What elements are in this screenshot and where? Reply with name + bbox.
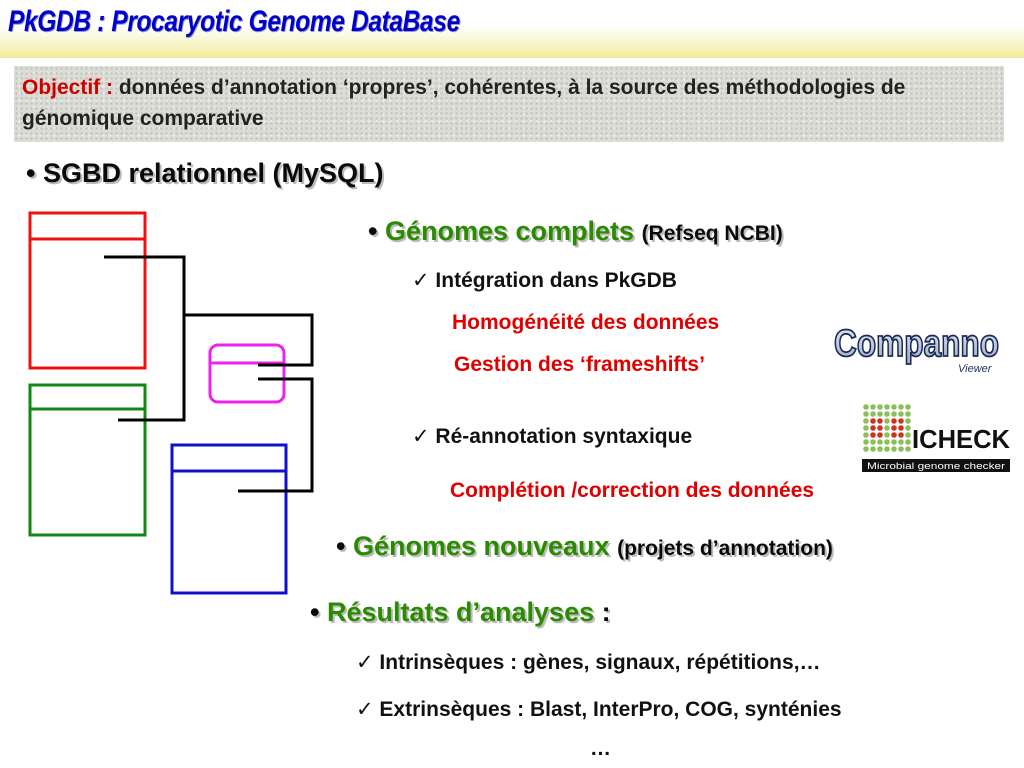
- resultats-ellipsis: …: [590, 737, 611, 760]
- connector-magenta-blue: [238, 377, 314, 493]
- micheck-dot: [898, 404, 904, 410]
- sub-completion: Complétion /correction des données: [450, 479, 815, 502]
- micheck-dot: [891, 425, 897, 431]
- genomes-complets-bullet: • Génomes complets (Refseq NCBI): [368, 216, 783, 247]
- title-bar: PkGDB : Procaryotic Genome DataBase: [0, 0, 1024, 58]
- micheck-logo-subtext: Microbial genome checker: [867, 461, 1005, 471]
- relational-schema-diagram: [28, 211, 314, 595]
- resultats-colon: :: [594, 597, 611, 627]
- sub-frameshifts: Gestion des ‘frameshifts’: [454, 353, 705, 376]
- check-intrinseques: ✓ Intrinsèques : gènes, signaux, répétit…: [356, 651, 821, 674]
- micheck-dot: [898, 418, 904, 424]
- micheck-dot: [863, 411, 869, 417]
- micheck-dot: [898, 446, 904, 452]
- table-red: [28, 211, 147, 370]
- micheck-dot: [863, 432, 869, 438]
- resultats-bullet: • Résultats d’analyses :: [310, 597, 611, 628]
- objective-text: données d’annotation ‘propres’, cohérent…: [22, 76, 906, 130]
- genomes-nouveaux-label: Génomes nouveaux: [352, 531, 610, 561]
- micheck-logo: ICHECK Microbial genome checker: [858, 400, 1014, 474]
- micheck-dot: [898, 425, 904, 431]
- connector-red-magenta: [104, 255, 314, 367]
- genomes-complets-label: Génomes complets: [384, 216, 635, 246]
- micheck-dot: [891, 411, 897, 417]
- micheck-logo-banner: [862, 459, 1010, 472]
- table-blue: [170, 443, 288, 595]
- micheck-dot: [891, 446, 897, 452]
- page-title: PkGDB : Procaryotic Genome DataBase: [8, 5, 460, 38]
- micheck-dot: [884, 404, 890, 410]
- micheck-logo-dots: [863, 404, 911, 452]
- table-magenta: [208, 343, 286, 404]
- micheck-dot: [877, 439, 883, 445]
- micheck-logo-text: ICHECK: [912, 424, 1010, 454]
- sub-homogeneite: Homogénéité des données: [452, 311, 720, 334]
- micheck-dot: [877, 432, 883, 438]
- micheck-dot: [898, 432, 904, 438]
- micheck-dot: [870, 425, 876, 431]
- bullet-dot: •: [368, 216, 378, 246]
- check-reannotation: ✓ Ré-annotation syntaxique: [412, 425, 693, 448]
- micheck-dot: [877, 425, 883, 431]
- micheck-dot: [905, 404, 911, 410]
- micheck-dot: [863, 425, 869, 431]
- sgbd-bullet: • SGBD relationnel (MySQL): [26, 158, 384, 189]
- micheck-dot: [905, 446, 911, 452]
- micheck-dot: [905, 439, 911, 445]
- objective-label: Objectif :: [22, 76, 114, 99]
- sgbd-text: SGBD relationnel (MySQL): [42, 158, 384, 188]
- micheck-dot: [898, 411, 904, 417]
- bullet-dot: •: [336, 531, 346, 561]
- micheck-dot: [905, 432, 911, 438]
- micheck-dot: [891, 439, 897, 445]
- micheck-dot: [863, 404, 869, 410]
- bullet-dot: •: [310, 597, 320, 627]
- check-integration: ✓ Intégration dans PkGDB: [412, 269, 677, 292]
- micheck-dot: [905, 425, 911, 431]
- companno-logo-text: Companno: [834, 323, 999, 365]
- micheck-dot: [877, 418, 883, 424]
- micheck-dot: [884, 418, 890, 424]
- genomes-nouveaux-bullet: • Génomes nouveaux (projets d’annotation…: [336, 531, 833, 562]
- micheck-dot: [884, 439, 890, 445]
- micheck-dot: [877, 404, 883, 410]
- micheck-dot: [877, 411, 883, 417]
- micheck-dot: [884, 411, 890, 417]
- micheck-dot: [877, 446, 883, 452]
- micheck-dot: [898, 439, 904, 445]
- micheck-dot: [870, 418, 876, 424]
- micheck-dot: [884, 432, 890, 438]
- micheck-dot: [905, 418, 911, 424]
- genomes-complets-paren: (Refseq NCBI): [641, 222, 783, 245]
- companno-viewer-logo: Companno Viewer: [826, 312, 1006, 376]
- companno-logo-subtext: Viewer: [958, 363, 993, 375]
- micheck-dot: [863, 418, 869, 424]
- objective-box: Objectif : données d’annotation ‘propres…: [14, 66, 1004, 142]
- bullet-dot: •: [26, 158, 36, 188]
- micheck-dot: [891, 418, 897, 424]
- micheck-dot: [863, 439, 869, 445]
- micheck-dot: [891, 404, 897, 410]
- micheck-dot: [863, 446, 869, 452]
- micheck-dot: [884, 446, 890, 452]
- micheck-dot: [870, 404, 876, 410]
- resultats-label: Résultats d’analyses: [326, 597, 595, 627]
- micheck-dot: [884, 425, 890, 431]
- table-green: [28, 383, 147, 537]
- micheck-dot: [870, 446, 876, 452]
- check-extrinseques: ✓ Extrinsèques : Blast, InterPro, COG, s…: [356, 698, 842, 721]
- genomes-nouveaux-paren: (projets d’annotation): [617, 537, 833, 560]
- connector-red-green: [118, 315, 186, 422]
- micheck-dot: [870, 411, 876, 417]
- micheck-dot: [870, 439, 876, 445]
- micheck-dot: [905, 411, 911, 417]
- micheck-dot: [870, 432, 876, 438]
- micheck-dot: [891, 432, 897, 438]
